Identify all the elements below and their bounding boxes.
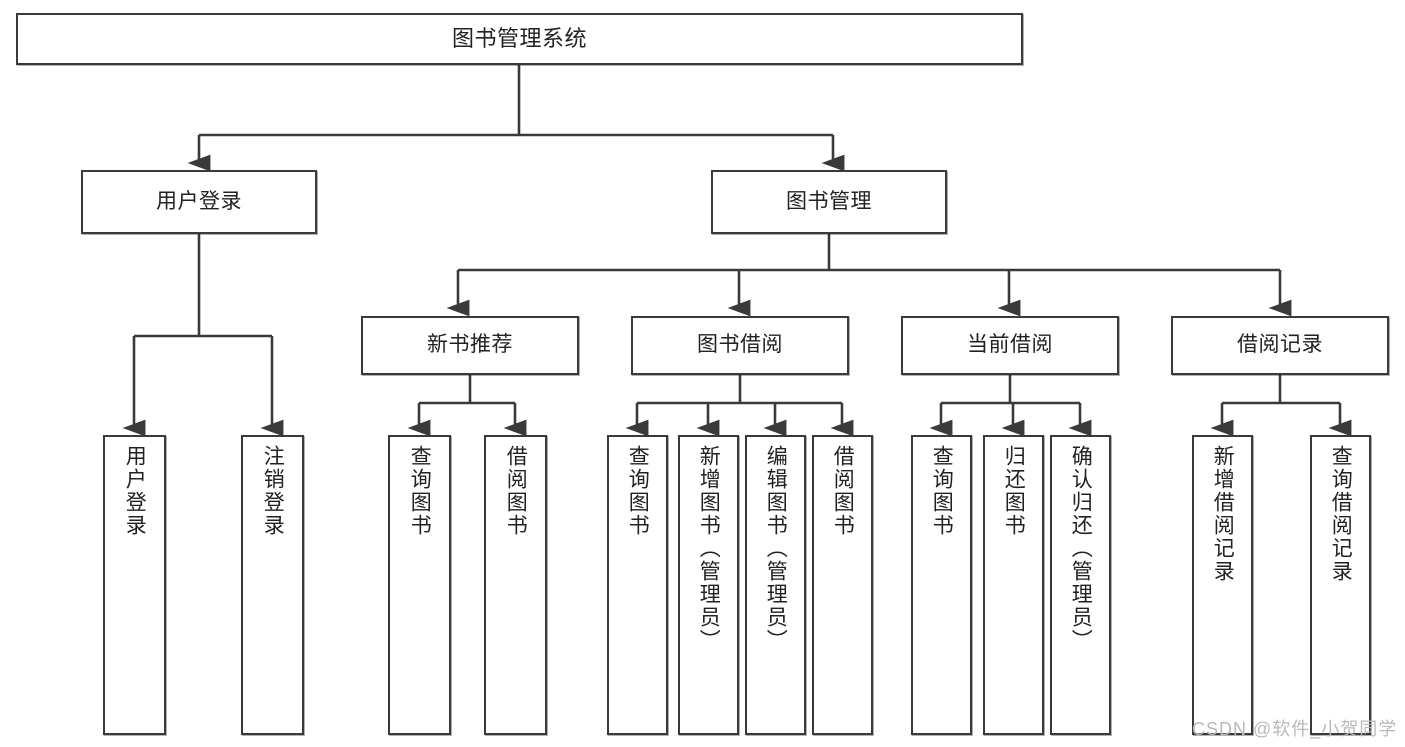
leaf-user-logout[interactable]: 注销登录 xyxy=(241,435,304,735)
node-borrow-record-label: 借阅记录 xyxy=(1237,333,1323,357)
node-root-label: 图书管理系统 xyxy=(451,26,587,52)
leaf-query-book-2-label: 查询图书 xyxy=(626,445,650,537)
leaf-return-book-label: 归还图书 xyxy=(1002,445,1026,537)
node-book-manage[interactable]: 图书管理 xyxy=(711,170,947,234)
leaf-return-book[interactable]: 归还图书 xyxy=(983,435,1044,735)
leaf-confirm-return-label: 确认归还（管理员） xyxy=(1069,445,1093,652)
node-book-manage-label: 图书管理 xyxy=(786,189,872,213)
node-new-book-rec-label: 新书推荐 xyxy=(427,333,513,357)
leaf-add-record-label: 新增借阅记录 xyxy=(1211,445,1235,583)
leaf-user-login-label: 用户登录 xyxy=(123,445,147,537)
leaf-borrow-book-2[interactable]: 借阅图书 xyxy=(812,435,873,735)
leaf-edit-book[interactable]: 编辑图书（管理员） xyxy=(745,435,806,735)
watermark: CSDN @软件_小贺同学 xyxy=(1192,719,1398,739)
node-user-login-label: 用户登录 xyxy=(156,189,242,213)
node-book-borrow-label: 图书借阅 xyxy=(697,333,783,357)
leaf-query-record[interactable]: 查询借阅记录 xyxy=(1310,435,1371,735)
leaf-query-record-label: 查询借阅记录 xyxy=(1329,445,1353,583)
node-borrow-record[interactable]: 借阅记录 xyxy=(1171,316,1389,375)
leaf-edit-book-label: 编辑图书（管理员） xyxy=(764,445,788,652)
leaf-user-logout-label: 注销登录 xyxy=(261,445,285,537)
node-root[interactable]: 图书管理系统 xyxy=(16,13,1023,65)
node-user-login[interactable]: 用户登录 xyxy=(81,170,317,234)
node-new-book-rec[interactable]: 新书推荐 xyxy=(361,316,579,375)
leaf-borrow-book-1[interactable]: 借阅图书 xyxy=(484,435,547,735)
leaf-query-book-1-label: 查询图书 xyxy=(408,445,432,537)
leaf-query-book-3-label: 查询图书 xyxy=(930,445,954,537)
node-current-borrow-label: 当前借阅 xyxy=(967,333,1053,357)
node-book-borrow[interactable]: 图书借阅 xyxy=(631,316,849,375)
leaf-borrow-book-2-label: 借阅图书 xyxy=(831,445,855,537)
leaf-add-record[interactable]: 新增借阅记录 xyxy=(1192,435,1253,735)
leaf-confirm-return[interactable]: 确认归还（管理员） xyxy=(1050,435,1111,735)
leaf-query-book-1[interactable]: 查询图书 xyxy=(388,435,451,735)
leaf-user-login[interactable]: 用户登录 xyxy=(103,435,166,735)
leaf-query-book-2[interactable]: 查询图书 xyxy=(607,435,668,735)
leaf-query-book-3[interactable]: 查询图书 xyxy=(911,435,972,735)
leaf-add-book[interactable]: 新增图书（管理员） xyxy=(678,435,739,735)
node-current-borrow[interactable]: 当前借阅 xyxy=(901,316,1119,375)
leaf-borrow-book-1-label: 借阅图书 xyxy=(504,445,528,537)
leaf-add-book-label: 新增图书（管理员） xyxy=(697,445,721,652)
